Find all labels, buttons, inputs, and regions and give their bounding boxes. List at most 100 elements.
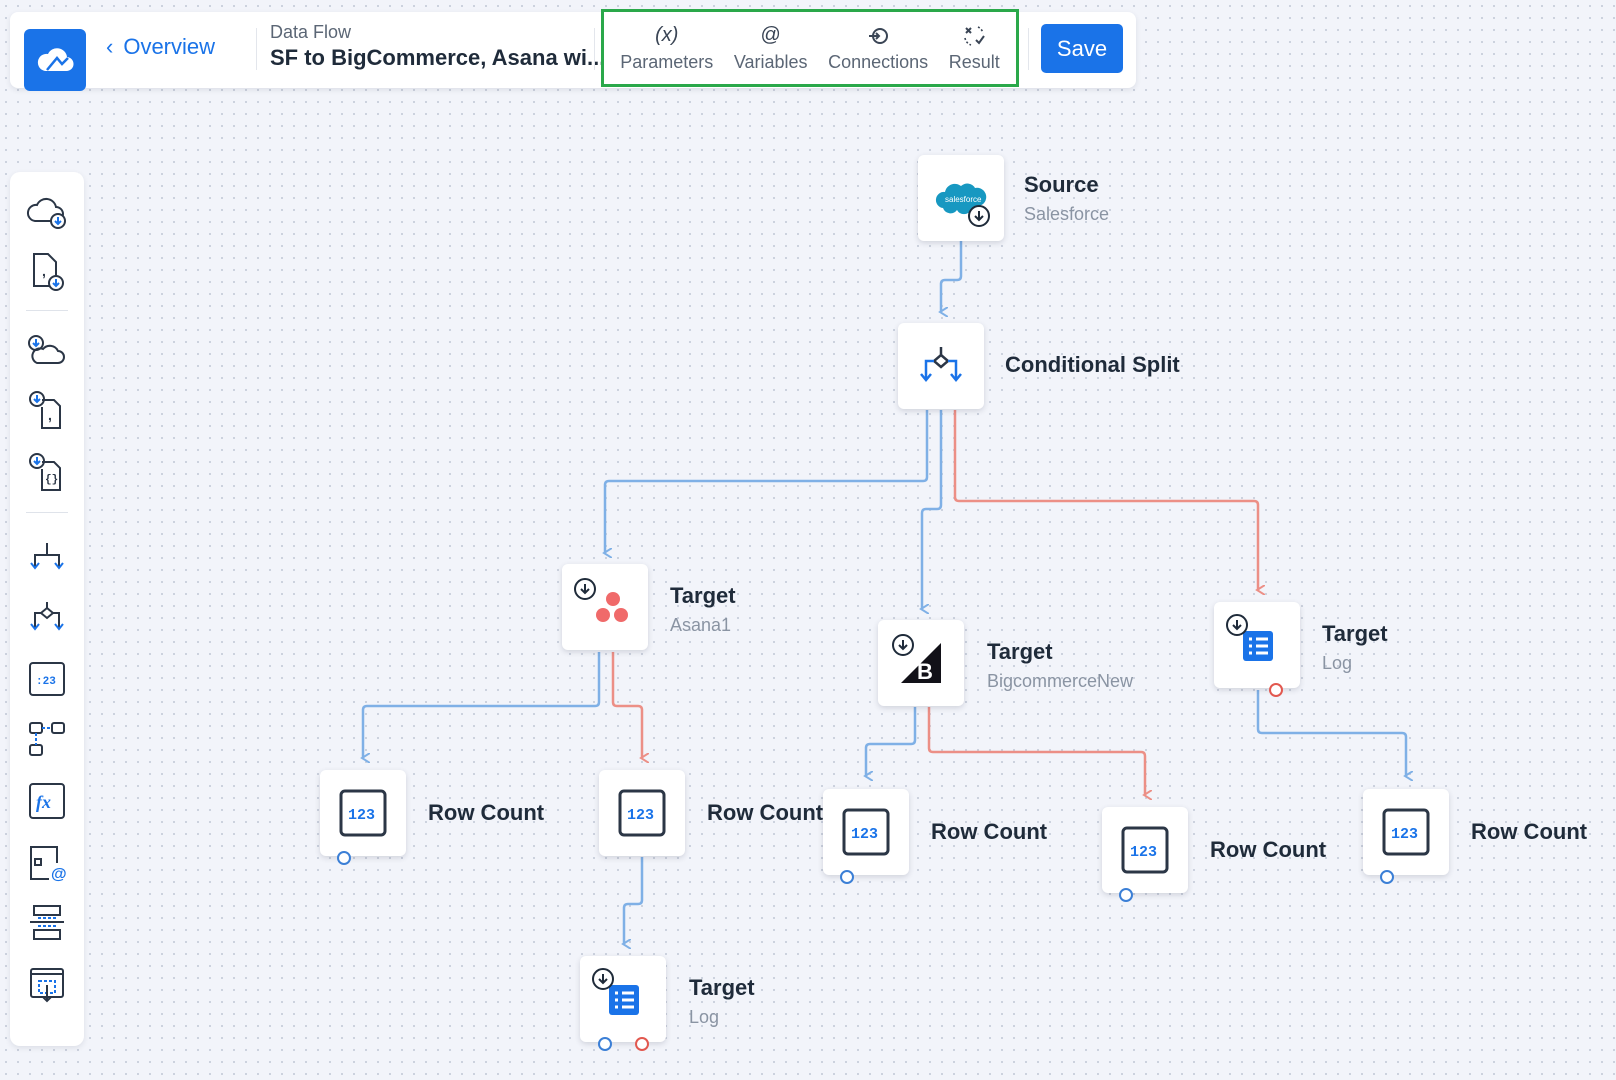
asana-logo-icon [596,592,628,622]
back-link-label: Overview [123,34,216,59]
node-source-salesforce[interactable]: salesforce [918,155,1004,241]
node-target-log[interactable] [1214,602,1300,688]
node-title: Row Count [931,819,1048,844]
connections-button[interactable]: Connections [828,24,928,73]
edge-rc2-log2 [624,857,644,944]
save-button[interactable]: Save [1041,24,1123,73]
divider [594,28,595,70]
node-target-bigcommerce[interactable]: B [878,620,964,706]
file-target-icon[interactable]: , [24,388,70,434]
split-icon[interactable] [24,534,70,580]
variable-icon[interactable]: @ [24,840,70,886]
output-port[interactable] [840,870,854,884]
cloud-source-icon[interactable] [24,188,70,234]
row-count-icon: 123 [842,808,890,856]
edge-asana-rc1 [363,652,601,758]
node-source-label: Source Salesforce [1024,172,1109,225]
result-label: Result [948,51,1000,72]
download-badge-icon [968,205,990,227]
output-port[interactable] [598,1037,612,1051]
row-count-glyph: 123 [1130,844,1157,861]
lookup-icon[interactable] [24,716,70,762]
edge-bigcommerce-rc4 [927,707,1145,795]
result-icon [962,24,986,48]
node-row-count[interactable]: 123 [1102,807,1188,893]
node-row-count[interactable]: 123 [823,789,909,875]
edge-log-rc5 [1256,690,1406,776]
connections-icon [867,24,889,48]
download-badge-icon [592,968,614,990]
log-list-icon [1243,631,1273,661]
connections-label: Connections [828,51,929,72]
node-target-asana[interactable] [562,564,648,650]
parameters-label: Parameters [620,51,714,72]
row-count-glyph: 123 [627,807,654,824]
app-logo-button[interactable] [24,29,86,91]
page-title: SF to BigCommerce, Asana wi... [270,45,606,70]
output-port[interactable] [1380,870,1394,884]
svg-text:fx: fx [36,792,51,812]
node-row-count[interactable]: 123 [1363,789,1449,875]
node-title: Target [1322,621,1388,646]
variables-button[interactable]: @ Variables [734,24,808,73]
buffer-icon[interactable] [24,900,70,946]
row-count-icon: 123 [618,789,666,837]
file-source-icon[interactable]: , [24,248,70,294]
execute-icon[interactable] [24,962,70,1008]
expression-icon[interactable]: fx [24,778,70,824]
chevron-left-icon: ‹ [106,34,114,59]
node-asana-label: Target Asana1 [670,583,736,636]
edge-split-bigcommerce [922,410,943,609]
node-title: Conditional Split [1005,352,1180,377]
variables-label: Variables [733,51,808,72]
back-to-overview-link[interactable]: ‹ Overview [106,34,215,60]
edge-asana-rc2 [611,652,642,758]
node-conditional-split[interactable] [898,323,984,409]
node-log-label: Target Log [1322,621,1388,674]
node-subtitle: Log [1322,653,1353,673]
node-row-count-label: Row Count [428,800,544,826]
edge-split-log [953,410,1258,590]
output-port[interactable] [337,851,351,865]
conditional-split-icon [920,347,962,382]
node-title: Source [1024,172,1099,197]
component-palette: , , {} :23 fx @ [10,172,84,1046]
node-target-log[interactable] [580,956,666,1042]
node-subtitle: BigcommerceNew [987,671,1134,691]
error-output-port[interactable] [1269,683,1283,697]
edge-bigcommerce-rc3 [866,707,917,776]
cloud-target-icon[interactable] [24,328,70,374]
node-row-count-label: Row Count [707,800,823,826]
node-row-count[interactable]: 123 [320,770,406,856]
svg-text::23: :23 [36,676,56,688]
output-port[interactable] [1119,888,1133,902]
node-row-count-label: Row Count [931,819,1047,845]
breadcrumb-type: Data Flow [270,22,352,42]
row-count-glyph: 123 [1391,826,1418,843]
parameters-button[interactable]: (x) Parameters [620,24,713,73]
error-output-port[interactable] [635,1037,649,1051]
download-badge-icon [1226,614,1248,636]
salesforce-logo-text: salesforce [945,195,982,204]
node-title: Target [987,639,1053,664]
conditional-split-icon[interactable] [24,594,70,640]
node-title: Target [670,583,736,608]
node-title: Row Count [707,800,824,825]
log-list-icon [609,985,639,1015]
node-title: Row Count [1210,837,1327,862]
parameters-icon: (x) [655,24,679,46]
edge-split-asana [605,410,929,553]
bigcommerce-glyph: B [917,659,933,684]
node-row-count[interactable]: 123 [599,770,685,856]
json-target-icon[interactable]: {} [24,450,70,496]
row-count-icon[interactable]: :23 [24,656,70,702]
svg-text:,: , [42,263,46,279]
edge-source-split [941,241,963,312]
node-title: Row Count [428,800,545,825]
result-button[interactable]: Result [949,24,1000,73]
variables-icon: @ [760,24,781,46]
bigcommerce-logo-icon: B [901,643,941,684]
svg-text:{}: {} [45,474,58,486]
row-count-icon: 123 [1382,808,1430,856]
